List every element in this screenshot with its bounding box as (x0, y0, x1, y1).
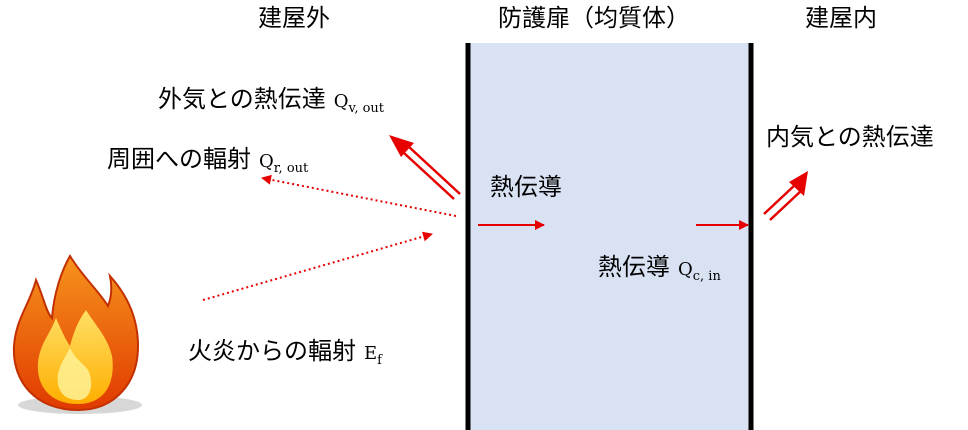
radiation-out-symbol: Q (259, 151, 274, 172)
convection-out-arrow (389, 135, 461, 200)
convection-in-arrow (763, 171, 808, 221)
label-radiation-out: 周囲への輻射 Qr, out (107, 145, 308, 175)
conduction-in-subscript: c, in (692, 269, 721, 284)
convection-out-text: 外気との熱伝達 (158, 85, 326, 113)
convection-out-subscript: v, out (348, 101, 385, 116)
label-convection-out: 外気との熱伝達 Qv, out (158, 85, 384, 115)
header-outside: 建屋外 (258, 4, 330, 32)
conduction-in-text: 熱伝導 (598, 253, 670, 281)
label-convection-in: 内気との熱伝達 (766, 123, 934, 151)
flame-icon (12, 254, 142, 414)
label-conduction-in: 熱伝導 Qc, in (598, 253, 721, 283)
door-body (468, 43, 751, 430)
radiation-out-subscript: r, out (273, 161, 309, 176)
header-inside: 建屋内 (805, 4, 877, 32)
radiation-out-text: 周囲への輻射 (107, 145, 251, 173)
flame-radiation-subscript: f (377, 353, 382, 368)
radiation-out-arrow (261, 174, 457, 217)
flame-radiation-arrow (202, 231, 433, 301)
header-door: 防護扉（均質体） (498, 4, 690, 32)
flame-radiation-text: 火炎からの輻射 (188, 337, 356, 365)
label-conduction-wall: 熱伝導 (490, 173, 562, 201)
convection-out-symbol: Q (333, 91, 349, 112)
conduction-in-symbol: Q (678, 259, 693, 280)
flame-radiation-symbol: E (364, 343, 378, 364)
label-flame-radiation: 火炎からの輻射 Ef (188, 337, 382, 367)
